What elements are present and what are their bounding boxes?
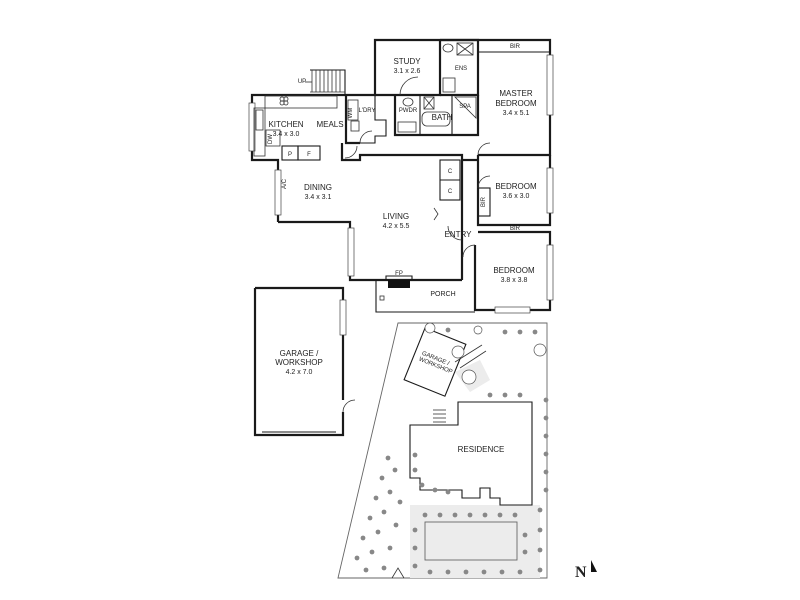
bedroom2-robe	[477, 187, 491, 217]
label-kitchen: KITCHEN	[268, 120, 303, 129]
garage-window	[339, 299, 347, 336]
master-window	[546, 54, 554, 116]
rear-yard	[410, 505, 540, 578]
dishwasher	[265, 129, 281, 147]
label-up: UP	[298, 79, 306, 85]
washing-machine	[347, 99, 359, 121]
bedroom2-window	[546, 167, 554, 214]
house-plan	[248, 38, 554, 314]
label-closet-2: C	[448, 189, 453, 195]
label-pwdr: PWDR	[399, 108, 418, 114]
label-spa: SPA	[459, 104, 471, 110]
site-residence-label: RESIDENCE	[458, 445, 505, 454]
living-walls	[340, 143, 464, 280]
dim-bedroom3: 3.8 x 3.8	[501, 277, 528, 284]
dim-dining: 3.4 x 3.1	[305, 194, 332, 201]
pool	[424, 521, 518, 561]
label-dw: DW	[268, 134, 274, 144]
site-residence	[409, 401, 533, 506]
site-gate	[391, 567, 405, 579]
bathtub	[421, 111, 451, 127]
north-label: N	[575, 564, 587, 581]
garage-door	[342, 399, 356, 413]
dim-kitchen: 3.4 x 3.0	[273, 131, 300, 138]
stairs	[310, 70, 345, 93]
north-arrow: N	[575, 560, 597, 581]
spa-bath	[454, 96, 477, 119]
dim-study: 3.1 x 2.6	[394, 68, 421, 75]
label-master-2: BEDROOM	[495, 99, 537, 108]
label-bir2: BIR	[481, 196, 487, 207]
dim-garage: 4.2 x 7.0	[286, 369, 313, 376]
site-stairs	[433, 409, 446, 423]
fridge-space	[297, 145, 321, 161]
stair-outline	[310, 69, 346, 95]
garage-walls-top	[255, 286, 345, 400]
entry-door	[447, 225, 463, 241]
bath-walls	[393, 95, 480, 137]
label-living: LIVING	[383, 212, 409, 221]
north-arrow-icon	[591, 560, 597, 572]
label-bir3: BIR	[510, 226, 521, 232]
label-bir-master: BIR	[510, 44, 521, 50]
fireplace	[388, 280, 410, 288]
dining-window-west	[274, 169, 282, 216]
kitchen-window	[248, 102, 256, 152]
dining-window-south	[347, 227, 355, 277]
label-garage-1: GARAGE /	[280, 349, 319, 358]
label-ac: A/C	[282, 178, 288, 189]
dim-living: 4.2 x 5.5	[383, 223, 410, 230]
label-study: STUDY	[393, 57, 421, 66]
garage-plan	[253, 286, 356, 437]
kitchen-side-bench	[253, 107, 266, 157]
bedroom3-window	[546, 244, 554, 301]
label-fp: FP	[395, 271, 403, 277]
dim-bedroom2: 3.6 x 3.0	[503, 193, 530, 200]
label-wm: WM	[348, 108, 354, 119]
ensuite-shower	[456, 42, 474, 56]
study-door	[399, 76, 419, 96]
garage-walls-bottom	[253, 288, 345, 437]
label-pantry: P	[288, 152, 292, 158]
study-north-walls	[342, 38, 478, 97]
dim-master: 3.4 x 5.1	[503, 110, 530, 117]
label-porch: PORCH	[430, 291, 455, 298]
label-ens: ENS	[455, 66, 467, 72]
laundry-walls	[344, 95, 360, 145]
label-ldry: L'DRY	[358, 108, 375, 114]
kitchen-bench	[264, 95, 338, 109]
label-dining: DINING	[304, 183, 332, 192]
label-bath: BATH	[432, 113, 453, 122]
label-meals: MEALS	[316, 120, 343, 129]
room-labels: STUDY 3.1 x 2.6 ENS BIR MASTER BEDROOM 3…	[268, 44, 537, 454]
label-master-1: MASTER	[499, 89, 533, 98]
site-garage	[403, 327, 467, 397]
ensuite-walls	[440, 38, 480, 97]
porch-outline	[375, 280, 475, 313]
label-fridge: F	[307, 152, 311, 158]
dining-walls	[278, 220, 380, 282]
label-bedroom3: BEDROOM	[493, 266, 535, 275]
site-shrubs	[354, 327, 549, 575]
label-entry: ENTRY	[445, 230, 473, 239]
kitchen-walls	[250, 93, 342, 222]
ensuite-vanity	[442, 77, 456, 93]
site-trees	[424, 322, 547, 385]
label-garage-2: WORKSHOP	[275, 358, 323, 367]
pwdr-toilet	[402, 97, 414, 107]
ensuite-toilet	[442, 43, 454, 53]
site-plan	[337, 322, 549, 579]
bath-shower	[423, 96, 435, 110]
label-bedroom2: BEDROOM	[495, 182, 537, 191]
label-closet-1: C	[448, 169, 453, 175]
